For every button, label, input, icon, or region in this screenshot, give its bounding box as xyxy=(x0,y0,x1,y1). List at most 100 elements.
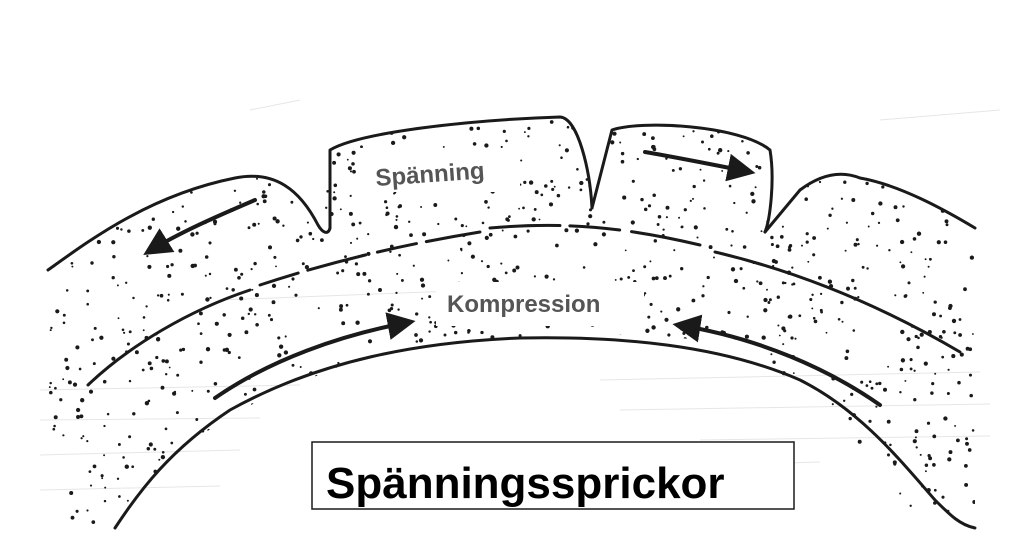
stipple-dot xyxy=(928,257,932,261)
stipple-dot xyxy=(861,265,865,269)
stipple-dot xyxy=(490,412,494,416)
stipple-dot xyxy=(937,155,941,158)
stipple-dot xyxy=(734,121,739,126)
stipple-dot xyxy=(620,159,625,164)
stipple-dot xyxy=(339,208,342,211)
stipple-dot xyxy=(221,512,224,515)
stipple-dot xyxy=(215,117,218,118)
stipple-dot xyxy=(831,207,834,210)
stipple-dot xyxy=(279,408,284,413)
stipple-dot xyxy=(583,384,586,387)
stipple-dot xyxy=(837,317,841,321)
stipple-dot xyxy=(639,381,643,385)
stipple-dot xyxy=(299,516,303,520)
stipple-dot xyxy=(408,220,411,223)
stipple-dot xyxy=(190,498,195,503)
stipple-dot xyxy=(349,194,352,197)
stipple-dot xyxy=(800,434,803,438)
stipple-dot xyxy=(320,238,324,243)
stipple-dot xyxy=(534,190,539,195)
stipple-dot xyxy=(225,287,229,290)
stipple-dot xyxy=(951,126,954,130)
stipple-dot xyxy=(290,200,294,204)
stipple-dot xyxy=(716,151,720,155)
stipple-dot xyxy=(784,281,787,285)
stipple-dot xyxy=(179,456,182,459)
stipple-dot xyxy=(116,477,120,480)
stipple-dot xyxy=(640,197,644,202)
stipple-dot xyxy=(131,465,135,469)
stipple-dot xyxy=(718,148,723,153)
stipple-dot xyxy=(620,151,625,156)
stipple-dot xyxy=(777,189,782,194)
stipple-dot xyxy=(831,403,834,406)
stipple-dot xyxy=(54,147,58,151)
stipple-dot xyxy=(277,336,281,340)
stipple-dot xyxy=(223,504,226,507)
stipple-dot xyxy=(54,246,59,251)
stipple-dot xyxy=(86,190,89,193)
rock-outline xyxy=(46,115,977,530)
stipple-dot xyxy=(345,303,349,307)
stipple-dot xyxy=(104,167,108,171)
stipple-dot xyxy=(699,168,702,171)
stipple-dot xyxy=(75,509,79,513)
stipple-dot xyxy=(518,520,522,524)
stipple-dot xyxy=(156,483,159,486)
stipple-dot xyxy=(409,414,414,419)
stipple-dot xyxy=(554,427,559,432)
stipple-dot xyxy=(555,243,559,248)
stipple-dot xyxy=(269,318,274,322)
stipple-dot xyxy=(166,298,170,302)
stipple-dot xyxy=(910,251,913,254)
stipple-dot xyxy=(915,446,918,449)
stipple-dot xyxy=(93,160,97,165)
tension-arrow-left xyxy=(143,198,257,255)
stipple-dot xyxy=(713,256,715,259)
stipple-dot xyxy=(647,204,652,208)
stipple-dot xyxy=(199,332,203,335)
stipple-dot xyxy=(302,462,305,466)
stipple-dot xyxy=(947,457,952,462)
stipple-dot xyxy=(951,354,956,359)
stipple-dot xyxy=(904,294,908,298)
stipple-dot xyxy=(164,359,169,364)
stipple-dot xyxy=(164,427,168,431)
stipple-dot xyxy=(166,264,170,269)
stipple-dot xyxy=(49,390,53,395)
stipple-dot xyxy=(520,159,523,162)
stipple-dot xyxy=(64,357,69,362)
stipple-dot xyxy=(144,401,150,406)
stipple-dot xyxy=(352,169,356,174)
stipple-dot xyxy=(910,119,914,123)
stipple-dot xyxy=(366,391,370,395)
stipple-dot xyxy=(414,333,418,337)
stipple-dot xyxy=(336,152,341,157)
stipple-dot xyxy=(246,483,251,488)
stipple-dot xyxy=(665,205,670,210)
stipple-dot xyxy=(484,387,488,391)
stipple-dot xyxy=(214,321,219,326)
stipple-dot xyxy=(378,428,382,432)
stipple-dot xyxy=(355,320,360,325)
stipple-dot xyxy=(59,169,62,173)
stipple-dot xyxy=(658,424,663,429)
stipple-dot xyxy=(117,443,121,446)
stipple-dot xyxy=(807,260,810,263)
stipple-dot xyxy=(491,384,495,388)
stipple-dot xyxy=(288,285,291,288)
stipple-dot xyxy=(80,398,85,403)
stipple-dot xyxy=(134,515,138,520)
stipple-dot xyxy=(288,134,292,137)
stipple-dot xyxy=(727,150,730,153)
stipple-dot xyxy=(852,329,856,332)
stipple-dot xyxy=(315,374,318,378)
stipple-dot xyxy=(840,448,845,453)
stipple-dot xyxy=(875,382,879,386)
stipple-dot xyxy=(756,280,759,283)
stipple-dot xyxy=(56,203,59,206)
stipple-dot xyxy=(351,222,356,227)
stipple-dot xyxy=(781,126,785,129)
stipple-dot xyxy=(676,307,681,312)
